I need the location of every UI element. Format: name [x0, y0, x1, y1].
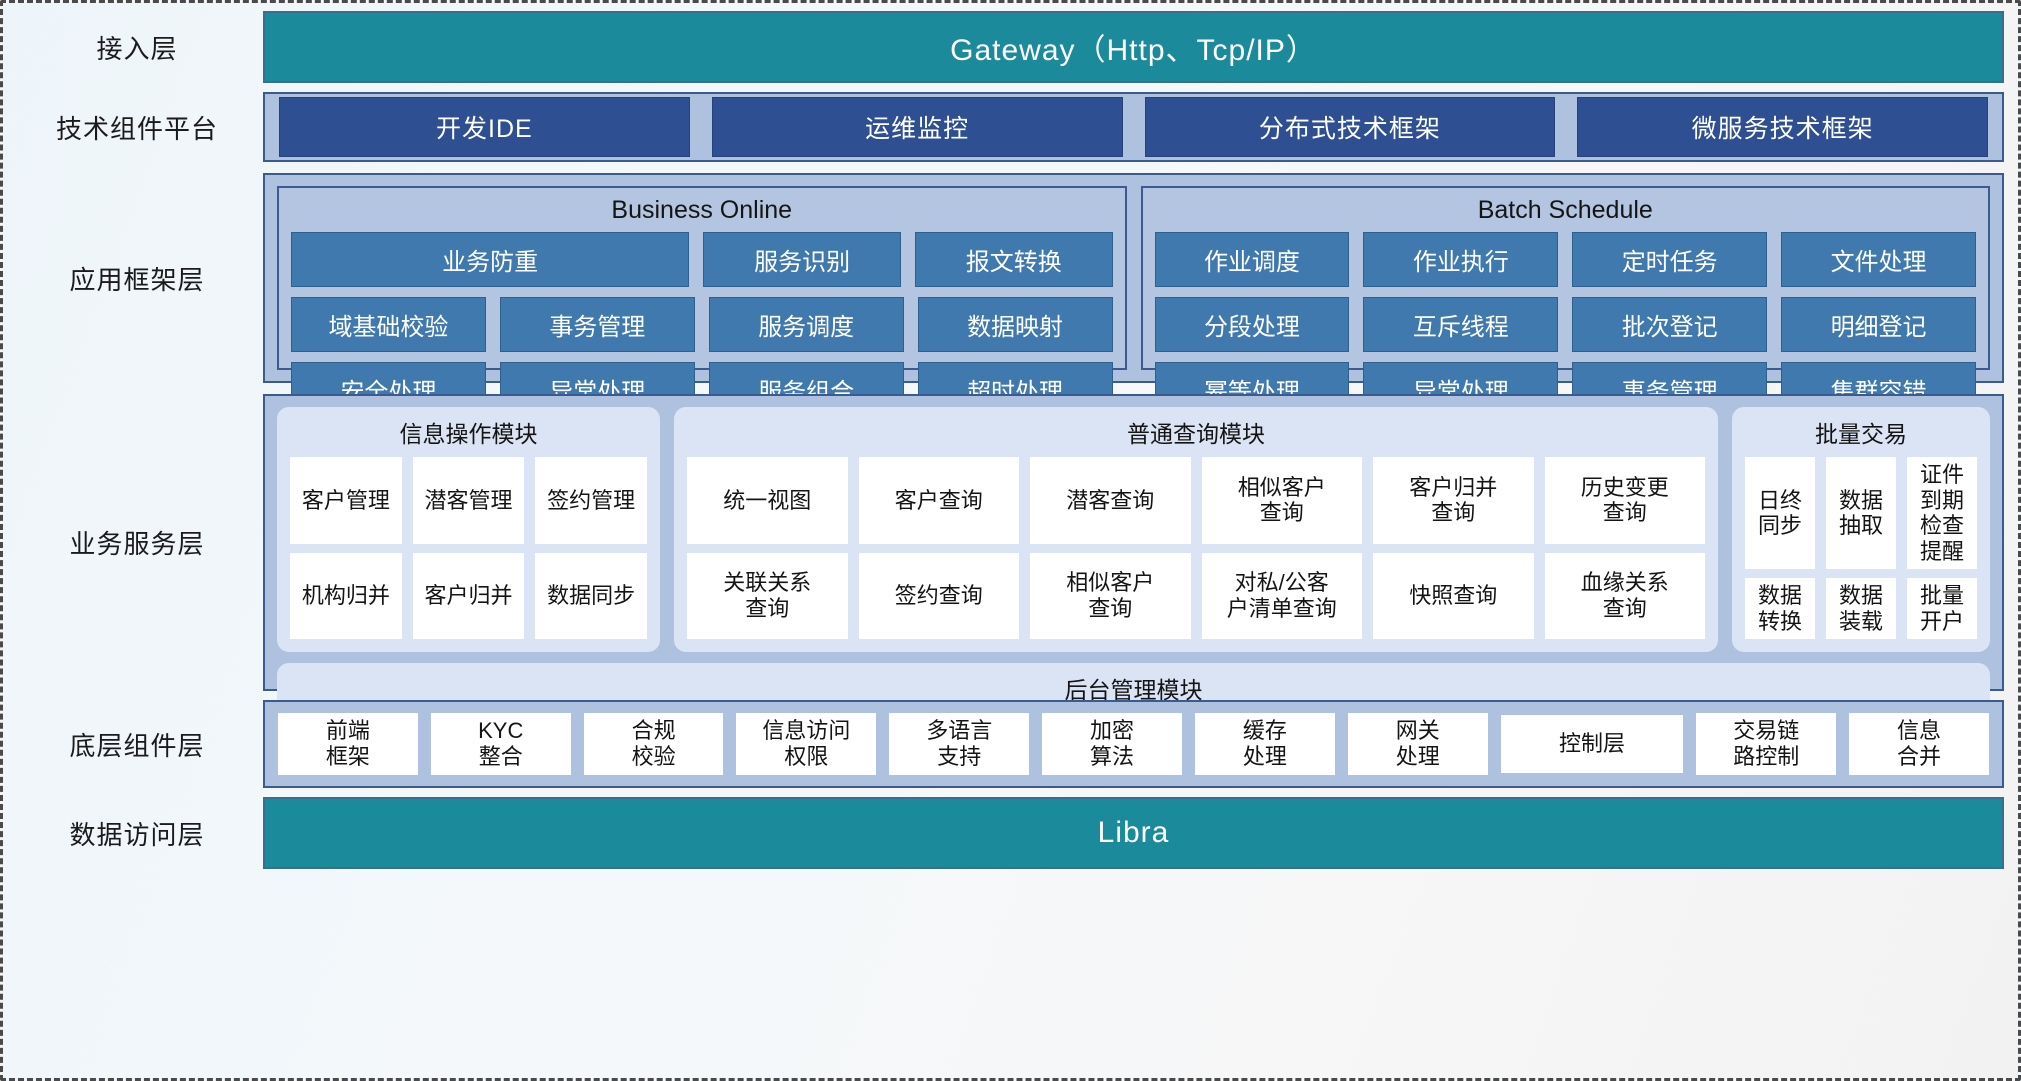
cell-data-sync[interactable]: 数据同步	[535, 552, 648, 640]
cell-similar-customer-query[interactable]: 相似客户 查询	[1201, 457, 1362, 544]
group-batch-schedule: Batch Schedule 作业调度 作业执行 定时任务 文件处理 分段处理 …	[1140, 186, 1990, 417]
fw-cell-batch-registration[interactable]: 批次登记	[1572, 297, 1768, 352]
cell-unified-view[interactable]: 统一视图	[687, 457, 848, 544]
appfw-row: 分段处理 互斥线程 批次登记 明细登记	[1154, 297, 1976, 352]
module-title-common-query: 普通查询模块	[1127, 421, 1265, 447]
tech-platform-band: 开发IDE 运维监控 分布式技术框架 微服务技术框架	[263, 92, 2004, 162]
module-title-admin-management: 后台管理模块	[1064, 677, 1203, 704]
fw-cell-service-identify[interactable]: 服务识别	[703, 232, 901, 287]
cell-lineage-relation-query[interactable]: 血缘关系 查询	[1544, 552, 1705, 640]
tech-chip-dev-ide[interactable]: 开发IDE	[279, 97, 690, 157]
fw-cell-business-dedup[interactable]: 业务防重	[291, 232, 690, 287]
layer-label-data-access: 数据访问层	[69, 820, 205, 851]
app-framework-band: Business Online 业务防重 服务识别 报文转换 域基础校验 事务管…	[263, 173, 2004, 417]
libra-bar: Libra	[263, 797, 2004, 869]
layer-app-framework: 应用框架层 Business Online 业务防重 服务识别 报文转换 域基础…	[11, 173, 2004, 417]
cell-multilanguage-support[interactable]: 多语言 支持	[889, 713, 1030, 775]
cell-history-change-query[interactable]: 历史变更 查询	[1544, 457, 1705, 544]
group-business-online: Business Online 业务防重 服务识别 报文转换 域基础校验 事务管…	[277, 186, 1127, 417]
base-component-band: 前端 框架 KYC 整合 合规 校验 信息访问 权限 多语言 支持 加密 算法 …	[263, 700, 2004, 788]
cell-transaction-chain-control[interactable]: 交易链 路控制	[1696, 713, 1837, 775]
module-row: 关联关系 查询 签约查询 相似客户 查询 对私/公客 户清单查询 快照查询 血缘…	[687, 552, 1705, 640]
fw-cell-service-scheduling[interactable]: 服务调度	[708, 297, 904, 352]
layer-access: 接入层 Gateway（Http、Tcp/IP）	[11, 11, 2004, 83]
cell-contract-mgmt[interactable]: 签约管理	[535, 457, 648, 544]
cell-frontend-framework[interactable]: 前端 框架	[278, 713, 418, 775]
cell-retail-corporate-list-query[interactable]: 对私/公客 户清单查询	[1201, 552, 1362, 640]
module-title-batch-transaction: 批量交易	[1815, 421, 1907, 447]
cell-customer-merge-query[interactable]: 客户归并 查询	[1373, 457, 1534, 544]
cell-data-load[interactable]: 数据 装载	[1826, 578, 1896, 640]
business-service-band: 信息操作模块 客户管理 潜客管理 签约管理 机构归并 客户归并 数据同步	[263, 394, 2004, 788]
layer-data-access: 数据访问层 Libra	[11, 797, 2004, 869]
fw-cell-message-transform[interactable]: 报文转换	[914, 232, 1113, 287]
fw-cell-file-processing[interactable]: 文件处理	[1781, 232, 1976, 287]
cell-kyc-integration[interactable]: KYC 整合	[430, 713, 571, 775]
fw-cell-detail-registration[interactable]: 明细登记	[1781, 297, 1976, 352]
tech-chip-distributed-framework[interactable]: 分布式技术框架	[1144, 97, 1556, 157]
cell-batch-account-open[interactable]: 批量 开户	[1907, 578, 1977, 640]
cell-org-merge[interactable]: 机构归并	[290, 552, 402, 640]
cell-eod-sync[interactable]: 日终 同步	[1745, 457, 1815, 570]
cell-compliance-validation[interactable]: 合规 校验	[583, 713, 724, 775]
module-row: 机构归并 客户归并 数据同步	[290, 552, 648, 640]
cell-customer-query[interactable]: 客户查询	[858, 457, 1019, 544]
layer-tech-platform: 技术组件平台 开发IDE 运维监控 分布式技术框架 微服务技术框架	[11, 92, 2004, 162]
cell-prospect-query[interactable]: 潜客查询	[1030, 457, 1191, 544]
fw-cell-segment-processing[interactable]: 分段处理	[1154, 297, 1350, 352]
fw-cell-mutex-thread[interactable]: 互斥线程	[1363, 297, 1559, 352]
layer-label-base-component: 底层组件层	[69, 731, 205, 762]
cell-encryption-algorithm[interactable]: 加密 算法	[1042, 713, 1182, 775]
fw-cell-data-mapping[interactable]: 数据映射	[917, 297, 1113, 352]
fw-cell-domain-validation[interactable]: 域基础校验	[291, 297, 486, 352]
cell-certificate-expiry-reminder[interactable]: 证件到期 检查提醒	[1907, 457, 1977, 570]
cell-info-access-permission[interactable]: 信息访问 权限	[736, 713, 877, 775]
module-info-operations: 信息操作模块 客户管理 潜客管理 签约管理 机构归并 客户归并 数据同步	[277, 407, 660, 653]
layer-label-app-framework: 应用框架层	[69, 265, 205, 296]
module-row: 日终 同步 数据 抽取 证件到期 检查提醒	[1745, 457, 1977, 570]
module-row: 客户管理 潜客管理 签约管理	[290, 457, 648, 544]
gateway-bar: Gateway（Http、Tcp/IP）	[263, 11, 2004, 83]
cell-prospect-mgmt[interactable]: 潜客管理	[412, 457, 525, 544]
layer-label-tech-platform: 技术组件平台	[55, 114, 218, 145]
layer-business-service: 业务服务层 信息操作模块 客户管理 潜客管理 签约管理	[11, 394, 2004, 788]
appfw-row: 域基础校验 事务管理 服务调度 数据映射	[291, 297, 1113, 352]
cell-contract-query[interactable]: 签约查询	[858, 552, 1019, 640]
group-title-business-online: Business Online	[611, 196, 793, 224]
module-row: 统一视图 客户查询 潜客查询 相似客户 查询 客户归并 查询 历史变更 查询	[687, 457, 1705, 544]
cell-customer-merge[interactable]: 客户归并	[412, 552, 525, 640]
tech-chip-microservice-framework[interactable]: 微服务技术框架	[1577, 97, 1988, 157]
module-title-info-operations: 信息操作模块	[399, 421, 538, 447]
layer-base-component: 底层组件层 前端 框架 KYC 整合 合规 校验 信息访问 权限 多语言 支持 …	[11, 700, 2004, 788]
cell-data-transform[interactable]: 数据 转换	[1745, 578, 1815, 640]
appfw-row: 业务防重 服务识别 报文转换	[291, 232, 1113, 287]
cell-relation-query[interactable]: 关联关系 查询	[687, 552, 848, 640]
module-row: 数据 转换 数据 装载 批量 开户	[1745, 578, 1977, 640]
cell-similar-customer-query-2[interactable]: 相似客户 查询	[1030, 552, 1191, 640]
fw-cell-transaction-mgmt[interactable]: 事务管理	[499, 297, 695, 352]
module-batch-transaction: 批量交易 日终 同步 数据 抽取 证件到期 检查提醒 数据 转换 数据 装载 批…	[1732, 407, 1990, 653]
module-common-query: 普通查询模块 统一视图 客户查询 潜客查询 相似客户 查询 客户归并 查询 历史…	[674, 407, 1718, 653]
fw-cell-job-scheduling[interactable]: 作业调度	[1154, 232, 1350, 287]
cell-control-layer[interactable]: 控制层	[1500, 715, 1684, 773]
fw-cell-job-execution[interactable]: 作业执行	[1363, 232, 1559, 287]
cell-customer-mgmt[interactable]: 客户管理	[290, 457, 402, 544]
cell-snapshot-query[interactable]: 快照查询	[1373, 552, 1534, 640]
layer-label-business-service: 业务服务层	[69, 530, 205, 560]
cell-data-extract[interactable]: 数据 抽取	[1826, 457, 1896, 570]
appfw-row: 作业调度 作业执行 定时任务 文件处理	[1154, 232, 1976, 287]
cell-cache-processing[interactable]: 缓存 处理	[1194, 713, 1335, 775]
cell-gateway-processing[interactable]: 网关 处理	[1347, 713, 1488, 775]
layer-label-access: 接入层	[96, 34, 178, 65]
tech-chip-ops-monitoring[interactable]: 运维监控	[711, 97, 1123, 157]
cell-info-merge[interactable]: 信息 合并	[1849, 713, 1989, 775]
group-title-batch-schedule: Batch Schedule	[1477, 196, 1653, 224]
fw-cell-timed-task[interactable]: 定时任务	[1572, 232, 1768, 287]
